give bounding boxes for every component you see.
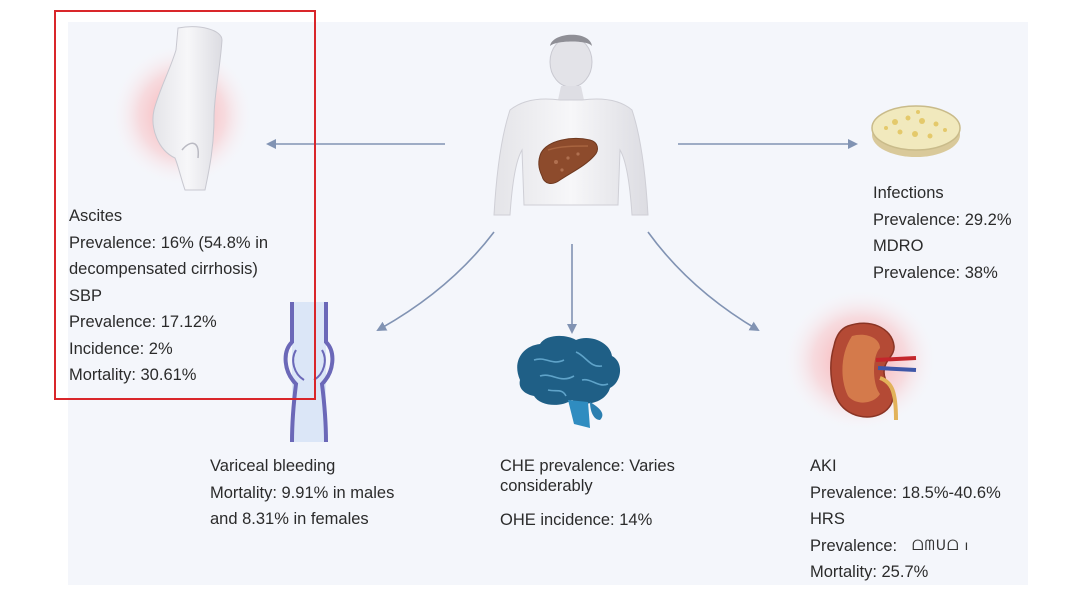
mdro-title: MDRO (873, 237, 924, 255)
infections-text: Infections Prevalence: 29.2% MDRO Preval… (873, 180, 1012, 286)
highlight-box (54, 10, 316, 400)
che-text: CHE prevalence: Varies considerably OHE … (500, 456, 675, 530)
ascites-prevalence-cont: decompensated cirrhosis) (69, 260, 258, 278)
che-prevalence-cont: considerably (500, 477, 593, 495)
sbp-incidence: Incidence: 2% (69, 339, 173, 358)
variceal-text: Variceal bleeding Mortality: 9.91% in ma… (210, 453, 394, 533)
variceal-mortality-cont: and 8.31% in females (210, 510, 369, 528)
che-prevalence: CHE prevalence: Varies (500, 457, 675, 475)
aki-prevalence: Prevalence: 18.5%-40.6% (810, 483, 1001, 502)
ascites-title: Ascites (69, 207, 123, 225)
arrow-to-variceal (376, 231, 495, 331)
hrs-mortality: Mortality: 25.7% (810, 563, 929, 581)
arrows (266, 139, 858, 334)
hrs-title: HRS (810, 510, 845, 528)
infections-title: Infections (873, 184, 944, 202)
mdro-prevalence: Prevalence: 38% (873, 263, 998, 282)
ascites-text: Ascites Prevalence: 16% (54.8% in decomp… (69, 203, 268, 389)
vein-icon (283, 302, 335, 443)
sbp-mortality: Mortality: 30.61% (69, 366, 197, 384)
brain-icon (517, 335, 621, 428)
abdomen-icon (110, 26, 254, 191)
ascites-prevalence: Prevalence: 16% (54.8% in (69, 233, 269, 252)
variceal-mortality: Mortality: 9.91% in males (210, 483, 395, 502)
aki-title: AKI (810, 457, 837, 475)
sbp-title: SBP (69, 286, 103, 305)
variceal-title: Variceal bleeding (210, 457, 336, 475)
ohe-incidence: OHE incidence: 14% (500, 511, 653, 529)
obscured-text: ᗝᗰᑌᗝ ı (912, 537, 970, 553)
infections-prevalence: Prevalence: 29.2% (873, 210, 1012, 229)
hrs-prevalence: Prevalence: (810, 536, 898, 555)
petri-dish-icon (871, 105, 961, 157)
arrow-to-kidney (647, 231, 760, 332)
sbp-prevalence: Prevalence: 17.12% (69, 313, 217, 331)
aki-text: AKI Prevalence: 18.5%-40.6% HRS Prevalen… (810, 453, 1001, 586)
human-torso-icon (493, 34, 649, 216)
kidney-icon (782, 288, 938, 432)
liver-icon (538, 138, 598, 184)
